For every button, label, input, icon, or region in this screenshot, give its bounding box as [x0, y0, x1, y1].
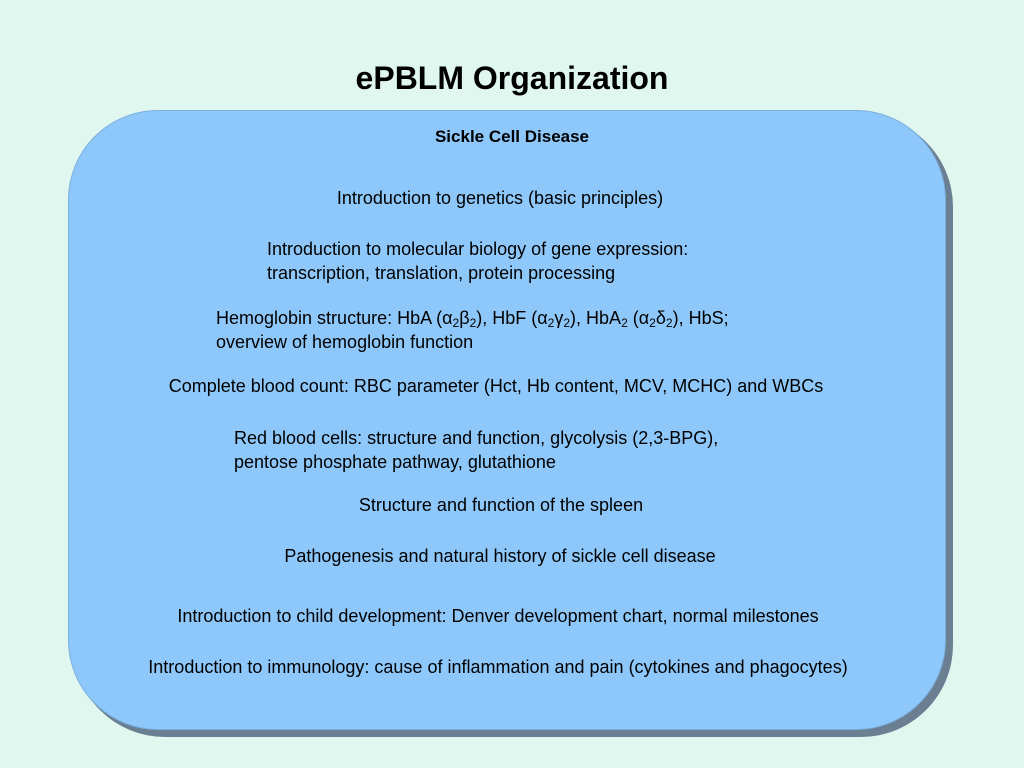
subscript: 2 [621, 316, 628, 330]
topic-hemoglobin-line2: overview of hemoglobin function [216, 332, 474, 352]
hbf-label: , HbF ( [482, 308, 538, 328]
topic-cbc: Complete blood count: RBC parameter (Hct… [168, 376, 824, 396]
delta-symbol: δ [655, 308, 666, 328]
panel-subtitle: Sickle Cell Disease [434, 127, 590, 146]
topic-immunology: Introduction to immunology: cause of inf… [148, 657, 848, 677]
hba2-label: , HbA [576, 308, 622, 328]
topic-rbc-line1: Red blood cells: structure and function,… [234, 428, 719, 448]
topic-child-development: Introduction to child development: Denve… [177, 606, 819, 626]
subscript: 2 [452, 316, 460, 330]
gamma-symbol: γ [554, 308, 564, 328]
paren: ) [570, 308, 577, 328]
topic-molecular-biology-line1: Introduction to molecular biology of gen… [267, 239, 689, 259]
topic-hemoglobin-line1: Hemoglobin structure: HbA (α2β2), HbF (α… [216, 306, 729, 330]
content-panel [68, 110, 946, 730]
topic-genetics: Introduction to genetics (basic principl… [336, 188, 664, 208]
alpha-symbol: α [537, 308, 548, 328]
paren: ) [476, 308, 483, 328]
beta-symbol: β [459, 308, 470, 328]
page-title: ePBLM Organization [355, 60, 669, 96]
hb-label: Hemoglobin structure: HbA ( [216, 308, 443, 328]
topic-spleen: Structure and function of the spleen [358, 495, 644, 515]
hbs-label: ), HbS; [672, 308, 729, 328]
subscript: 2 [469, 316, 477, 330]
subscript: 2 [649, 316, 656, 330]
subscript: 2 [563, 316, 571, 330]
topic-pathogenesis: Pathogenesis and natural history of sick… [284, 546, 716, 566]
alpha-symbol: α [442, 308, 453, 328]
subscript: 2 [665, 316, 673, 330]
alpha-symbol: α [638, 308, 650, 328]
subscript: 2 [547, 316, 555, 330]
topic-molecular-biology-line2: transcription, translation, protein proc… [267, 263, 616, 283]
paren-open: ( [627, 308, 639, 328]
topic-rbc-line2: pentose phosphate pathway, glutathione [234, 452, 556, 472]
